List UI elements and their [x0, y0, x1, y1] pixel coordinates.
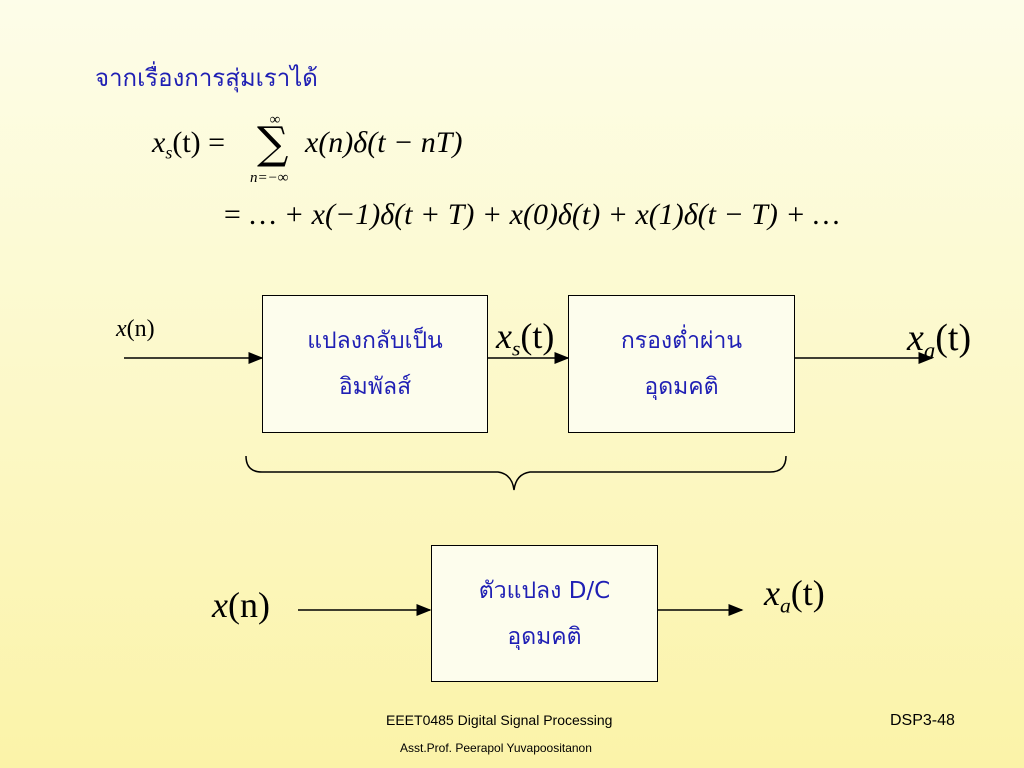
impulse-conversion-block: แปลงกลับเป็น อิมพัลส์ — [262, 295, 488, 433]
top-output-label: xa(t) — [907, 316, 971, 364]
equivalence-brace — [245, 455, 787, 491]
box3-line1: ตัวแปลง D/C — [478, 577, 611, 604]
top-mid-label: xs(t) — [496, 315, 554, 362]
eq-sign: = — [208, 126, 226, 159]
top-mid-sub: s — [511, 336, 521, 361]
bottom-output-arg: (t) — [790, 573, 825, 613]
bottom-output-sub: a — [779, 593, 791, 618]
box2-line2: อุดมคติ — [644, 374, 719, 400]
top-input-arg: (n) — [126, 316, 155, 342]
top-mid-arg: (t) — [520, 316, 555, 356]
box2-line1: กรองต่ำผ่าน — [620, 328, 743, 354]
sum-symbol: ∑ — [257, 118, 289, 169]
sum-upper-limit: ∞ — [269, 112, 281, 128]
bottom-output-label: xa(t) — [764, 572, 825, 619]
top-output-sub: a — [923, 337, 936, 363]
box1-line1: แปลงกลับเป็น — [307, 328, 443, 354]
bottom-output-var: x — [764, 573, 780, 613]
bottom-input-arg: (n) — [227, 585, 270, 625]
footer-course: EEET0485 Digital Signal Processing — [386, 712, 613, 728]
top-input-label: x(n) — [116, 316, 155, 343]
bottom-input-var: x — [212, 585, 228, 625]
slide-heading: จากเรื่องการสุ่มเราได้ — [95, 64, 318, 92]
eq-lhs-arg: (t) — [172, 126, 201, 159]
ideal-dc-converter-block: ตัวแปลง D/C อุดมคติ — [431, 545, 658, 682]
slide-number: DSP3-48 — [890, 712, 955, 729]
bottom-input-label: x(n) — [212, 584, 270, 626]
box1-line2: อิมพัลส์ — [338, 374, 412, 400]
box3-line2: อุดมคติ — [507, 623, 582, 650]
top-input-var: x — [116, 316, 127, 342]
sum-term: x(n)δ(t − nT) — [305, 126, 463, 159]
footer-author: Asst.Prof. Peerapol Yuvapoositanon — [400, 741, 592, 755]
equation-lhs: xs(t) = — [152, 126, 225, 163]
sum-lower-limit: n=−∞ — [250, 170, 289, 186]
top-output-arg: (t) — [935, 317, 972, 359]
equation-expansion: = … + x(−1)δ(t + T) + x(0)δ(t) + x(1)δ(t… — [222, 198, 840, 231]
eq-lhs-sub: s — [165, 142, 173, 163]
ideal-lowpass-block: กรองต่ำผ่าน อุดมคติ — [568, 295, 795, 433]
eq-lhs-var: x — [152, 126, 166, 159]
top-mid-var: x — [496, 316, 512, 356]
top-output-var: x — [907, 317, 924, 359]
